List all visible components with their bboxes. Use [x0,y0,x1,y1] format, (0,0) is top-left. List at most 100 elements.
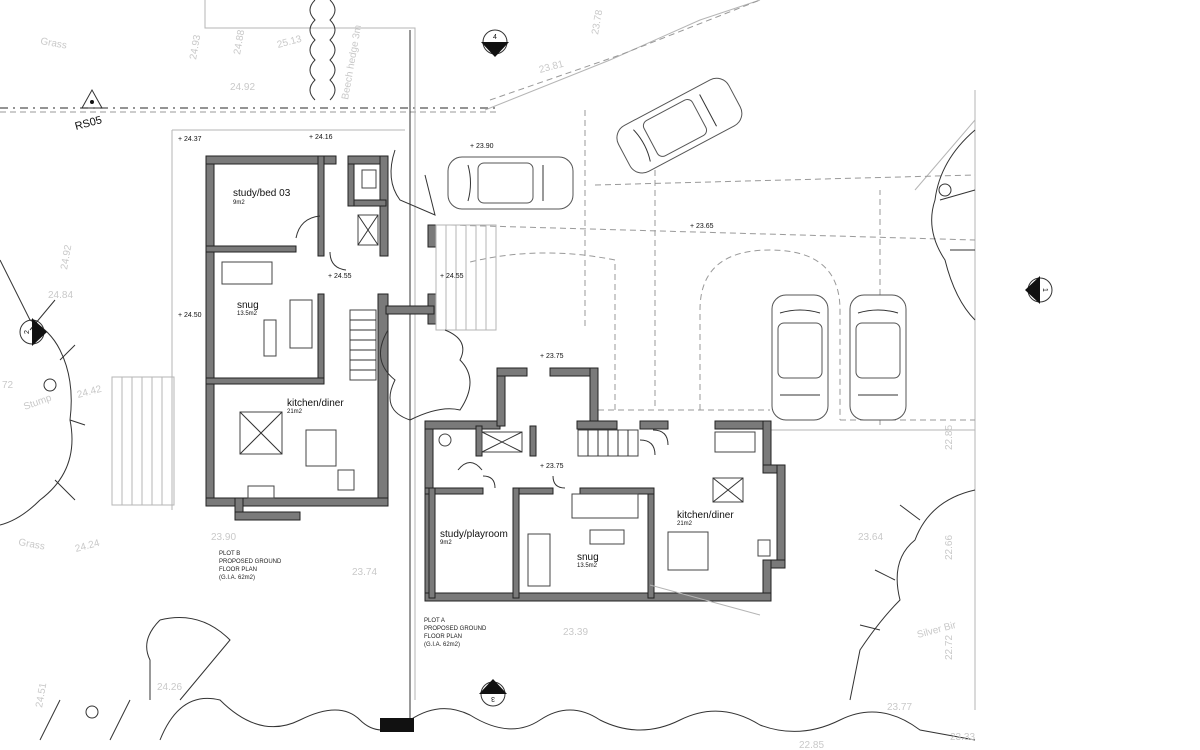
section-marker-top-sheet: 009 [489,44,501,51]
plot-b-coffee-table [263,319,277,357]
survey-spot-height: 23.81 [538,59,565,76]
plot-a-study-label: study/playroom [440,529,508,540]
section-marker-left: 2 009 [19,318,47,346]
plot-b-kitchen-area: 21m2 [287,409,303,415]
section-marker-top: 4 009 [481,29,509,57]
plot-b-title-line: PROPOSED GROUND [219,559,282,565]
plot-b-entrance-steps [380,149,497,421]
level-marker: + 23.75 [540,353,564,360]
section-marker-left-sheet: 009 [34,326,41,338]
plot-b-study-area: 9m2 [233,200,245,206]
plot-a-title-block: PLOT A PROPOSED GROUND FLOOR PLAN (G.I.A… [424,618,487,648]
section-marker-top-number: 4 [493,34,497,41]
level-marker: + 23.75 [540,463,564,470]
survey-spot-height: 25.13 [276,34,303,51]
level-marker: + 24.55 [328,273,352,280]
plot-a-snug-label: snug [577,552,599,563]
section-marker-bottom-sheet: 009 [487,685,499,692]
plot-a-title-line: PROPOSED GROUND [424,626,487,632]
plot-b-stair [349,309,377,381]
survey-spot-height: 24.51 [34,682,49,709]
plot-a-dining-table [667,531,709,571]
plot-b-study-label: study/bed 03 [233,188,291,199]
plot-a-kitchen-area: 21m2 [677,521,693,527]
beech-hedge [309,0,336,101]
grass-label: Grass [39,36,67,51]
plot-a-floor-plan [424,367,786,616]
plot-b-snug-label: snug [237,300,259,311]
car-4 [849,294,907,421]
boundary-lines [0,0,976,720]
level-marker: + 24.37 [178,136,202,143]
survey-spot-height: 24.88 [232,29,247,56]
plot-a-stair [577,429,639,457]
survey-spot-height: 24.26 [157,682,182,693]
plot-a-worktop [714,431,756,453]
plot-b-island [305,429,337,467]
survey-spot-height: 23.90 [211,532,236,543]
survey-spot-height: 24.92 [59,244,74,271]
level-marker: + 24.16 [309,134,333,141]
section-marker-left-number: 2 [24,330,31,334]
survey-station-marker: RS05 [74,88,104,133]
plot-a-title-line: FLOOR PLAN [424,634,462,640]
plot-b-sofa [221,261,273,285]
survey-spot-height: 23.39 [563,627,588,638]
plot-b-floor-plan [111,149,497,521]
survey-spot-height: 24.24 [74,538,101,555]
car-3 [771,294,829,421]
beech-hedge-label: Beech hedge 3m [340,24,364,100]
plot-a-kitchen-label: kitchen/diner [677,510,734,521]
car-2 [616,77,743,174]
survey-spot-height: 24.92 [230,82,255,93]
section-marker-right: 1 007 [1025,276,1053,304]
survey-spot-height: 22.85 [799,740,824,750]
plot-a-sofa-2 [527,533,551,587]
survey-spot-height: 23.77 [887,702,912,713]
plot-b-hob [337,469,355,491]
parked-cars [447,77,907,421]
survey-spot-height: 24.93 [188,34,203,61]
plot-b-terrace [111,376,175,506]
survey-spot-height: 24.42 [76,384,103,401]
level-marker: + 23.90 [470,143,494,150]
plot-a-title-line: (G.I.A. 62m2) [424,642,460,648]
plot-a-title-line: PLOT A [424,618,445,624]
survey-spot-height: 22.85 [944,425,955,450]
plot-a-sink [757,539,771,557]
survey-spot-height: 23.74 [352,567,377,578]
tree-canopies [0,129,976,741]
section-marker-right-number: 1 [1041,288,1048,292]
survey-spot-height: 22.66 [944,535,955,560]
survey-spot-height: 23.78 [590,9,605,36]
survey-station-label: RS05 [74,114,104,133]
level-marker: + 24.55 [440,273,464,280]
stump-label: Stump [22,392,53,412]
section-marker-bottom-number: 3 [491,695,495,702]
plot-b-sink [247,485,275,499]
plot-b-title-line: PLOT B [219,551,240,557]
section-marker-right-sheet: 007 [1031,284,1038,296]
plot-b-wc [361,169,377,189]
level-marker: + 23.65 [690,223,714,230]
plot-b-sofa-2 [289,299,313,349]
section-marker-bottom: 3 009 [479,679,507,707]
survey-spot-height: 23.33 [950,732,975,743]
survey-spot-height: 22.72 [944,635,955,660]
plot-b-title-line: FLOOR PLAN [219,567,257,573]
plot-b-title-block: PLOT B PROPOSED GROUND FLOOR PLAN (G.I.A… [219,551,282,581]
plot-b-snug-area: 13.5m2 [237,311,258,317]
level-marker: + 24.50 [178,312,202,319]
plot-b-kitchen-label: kitchen/diner [287,398,344,409]
plot-a-coffee-table [589,529,625,545]
plot-a-sofa [571,493,639,519]
survey-spot-height: 72 [2,380,14,391]
plot-a-wc [438,433,452,447]
plot-a-study-area: 9m2 [440,540,452,546]
survey-spot-height: 23.64 [858,532,883,543]
grass-label: Grass [17,537,45,552]
car-1 [447,156,574,210]
plot-b-title-line: (G.I.A. 62m2) [219,575,255,581]
survey-spot-height: 24.84 [48,290,73,301]
